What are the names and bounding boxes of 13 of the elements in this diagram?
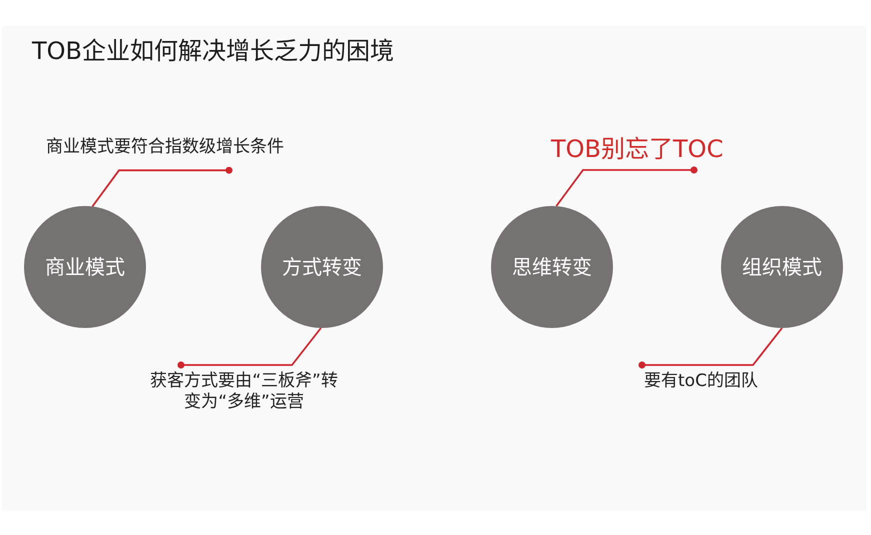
leader-line <box>178 327 322 368</box>
title: TOB企业如何解决增长乏力的困境 <box>32 36 394 66</box>
circle-label: 方式转变 <box>282 255 362 279</box>
circle-label: 组织模式 <box>742 255 822 279</box>
callout-text: 商业模式要符合指数级增长条件 <box>46 137 284 158</box>
callout-text: TOB别忘了TOC <box>551 134 724 164</box>
callout-text: 获客方式要由“三板斧”转变为“多维”运营 <box>149 371 339 414</box>
leader-line <box>92 166 232 208</box>
circle-label: 思维转变 <box>512 255 592 279</box>
callout-text: 要有toC的团队 <box>644 371 758 392</box>
leader-line <box>556 166 698 207</box>
leader-line <box>638 327 783 368</box>
circle-label: 商业模式 <box>45 255 125 279</box>
